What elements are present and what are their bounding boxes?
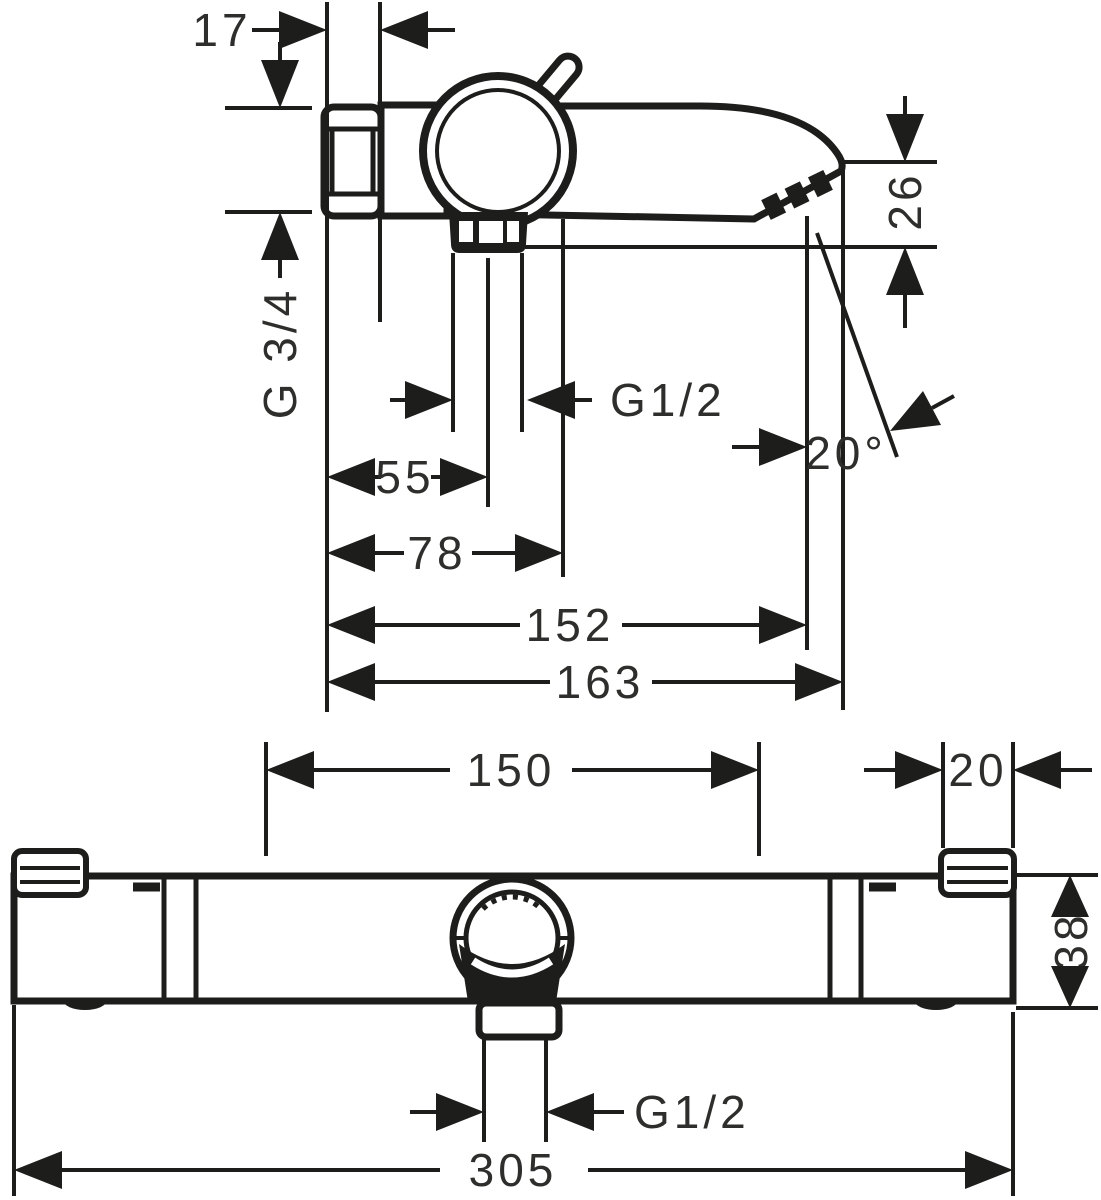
- top-view-drawing: [320, 52, 846, 253]
- dim-outlet-thread-label: G1/2: [610, 374, 726, 426]
- dim-height-38-label: 38: [1045, 911, 1097, 970]
- dim-150: 150: [266, 744, 759, 796]
- dim-total-305: 305: [14, 1144, 1013, 1196]
- dim-78: 78: [327, 527, 563, 579]
- aerator-pads: [761, 167, 839, 220]
- dim-outlet-drop-label: 26: [879, 171, 931, 230]
- front-view-drawing: [10, 848, 1017, 1142]
- dim-outlet-thread-g12: G1/2: [390, 374, 726, 426]
- front-view-dimensions: 150 20 38 G1/2: [12, 742, 1098, 1196]
- dim-163: 163: [327, 656, 843, 708]
- dim-55-label: 55: [375, 451, 434, 503]
- dim-spout-angle-20deg: 20°: [732, 391, 955, 479]
- knurl-marks: [481, 894, 543, 911]
- right-foot: [914, 1000, 958, 1010]
- dim-150-label: 150: [467, 744, 556, 796]
- spout-front: [449, 875, 575, 1142]
- dim-152: 152: [327, 599, 807, 651]
- left-knob-cap: [11, 848, 89, 898]
- right-knob-cap: [938, 848, 1017, 898]
- dim-outlet-thread-front-label: G1/2: [634, 1086, 750, 1138]
- dim-nut-width-label: 17: [192, 4, 251, 56]
- union-nut: [320, 103, 385, 220]
- dim-55: 55: [327, 451, 488, 503]
- dim-knob-20-label: 20: [948, 744, 1007, 796]
- dim-152-label: 152: [526, 599, 615, 651]
- extension-lines-front-view: [12, 742, 1098, 1196]
- dim-spout-angle-label: 20°: [805, 427, 887, 479]
- dim-outlet-thread-g12-front: G1/2: [410, 1086, 750, 1138]
- dim-height-38: 38: [1045, 875, 1097, 1008]
- dim-inlet-thread-label: G 3/4: [254, 287, 306, 420]
- dim-outlet-drop-26: 26: [879, 96, 931, 328]
- top-view-dimensions: 17 G 3/4 26 G1/2: [192, 2, 955, 712]
- control-knob: [419, 72, 577, 230]
- extension-lines-top-view: [225, 2, 937, 712]
- dim-total-305-label: 305: [469, 1144, 558, 1196]
- dim-163-label: 163: [556, 656, 645, 708]
- dim-inlet-thread-g34: G 3/4: [254, 42, 306, 419]
- left-foot: [63, 1000, 107, 1010]
- dim-78-label: 78: [407, 527, 466, 579]
- outlet-nut: [475, 999, 563, 1041]
- dim-nut-width: 17: [192, 4, 455, 56]
- knob-dividers: [161, 876, 864, 1001]
- dim-knob-20: 20: [864, 744, 1092, 796]
- shower-outlet: [449, 212, 528, 253]
